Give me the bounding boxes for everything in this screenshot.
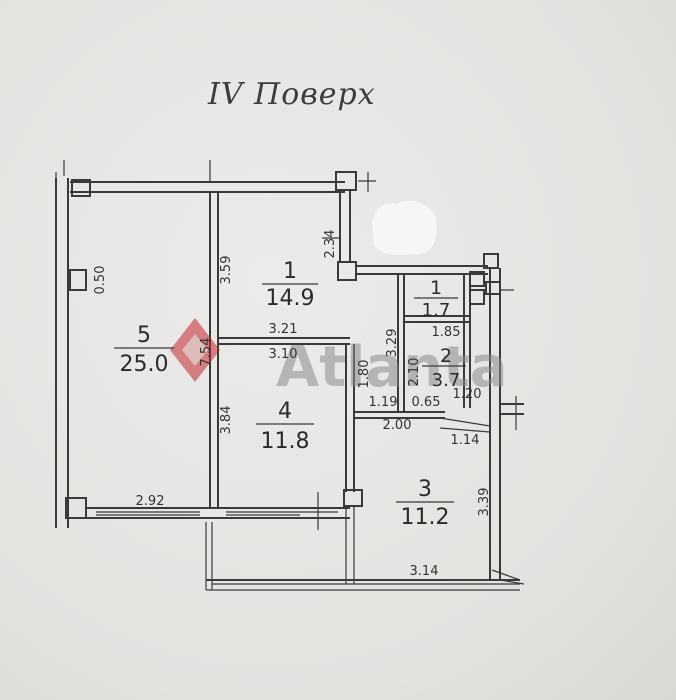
dim-label: 3.14 <box>410 564 439 579</box>
dim-label: 2.00 <box>383 418 412 433</box>
room-5: 5 25.0 <box>114 323 174 377</box>
interior-walls <box>65 192 520 591</box>
room-number: 5 <box>137 323 151 348</box>
room-area: 25.0 <box>120 352 169 377</box>
room-area: 14.9 <box>266 286 315 311</box>
dim-label: 2.34 <box>323 230 338 259</box>
room-area: 11.2 <box>401 505 450 530</box>
room-number: 4 <box>278 399 292 424</box>
room-area: 11.8 <box>261 429 310 454</box>
dim-label: 1.20 <box>453 387 482 402</box>
dim-label: 3.39 <box>477 488 492 517</box>
dim-label: 0.50 <box>93 266 108 295</box>
dim-label: 3.29 <box>385 329 400 358</box>
dim-label: 3.10 <box>269 347 298 362</box>
dim-label: 2.10 <box>407 358 422 387</box>
room-3: 3 11.2 <box>396 477 454 530</box>
watermark: Atlanta <box>170 318 508 400</box>
dim-label: 3.21 <box>269 322 298 337</box>
room-area: 3.7 <box>432 370 461 391</box>
room-1-small: 1 1.7 <box>414 277 458 321</box>
floor-title: IV Поверх <box>207 77 376 112</box>
room-area: 1.7 <box>422 300 451 321</box>
room-4: 4 11.8 <box>256 399 314 454</box>
room-number: 3 <box>418 477 432 502</box>
dimensions: 0.50 3.59 7.54 3.21 3.10 3.84 2.92 2.34 … <box>93 230 492 579</box>
dim-label: 0.65 <box>412 395 441 410</box>
watermark-text: Atlanta <box>276 335 508 400</box>
dim-label: 3.84 <box>219 406 234 435</box>
room-number: 1 <box>430 277 442 299</box>
room-number: 1 <box>283 259 297 284</box>
dim-label: 7.54 <box>199 338 214 367</box>
dim-label: 2.92 <box>136 494 165 509</box>
room-2: 2 3.7 <box>422 345 466 391</box>
room-number: 2 <box>440 345 452 367</box>
dim-label: 1.14 <box>451 433 480 448</box>
dim-label: 3.59 <box>219 256 234 285</box>
paper-blotch <box>372 200 437 255</box>
dim-label: 1.19 <box>369 395 398 410</box>
room-1: 1 14.9 <box>262 259 318 311</box>
dim-label: 1.80 <box>357 360 372 389</box>
dim-label: 1.85 <box>432 325 461 340</box>
